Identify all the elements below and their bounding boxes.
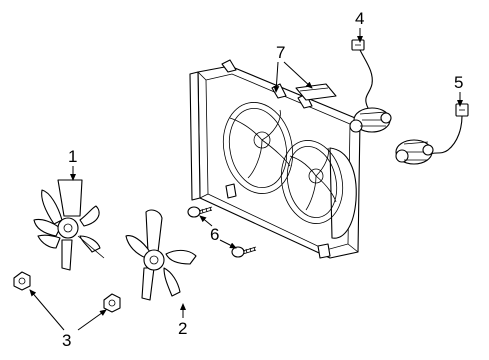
fan-motor-lower <box>395 103 469 165</box>
fan-small <box>125 209 197 301</box>
radiator-shroud-assembly <box>189 59 361 259</box>
callout-1: 1 <box>68 147 77 166</box>
leader-lines <box>29 28 463 331</box>
nut-right <box>103 293 121 313</box>
bolt-upper <box>187 206 213 218</box>
bolt-lower <box>231 246 257 258</box>
callout-3: 3 <box>62 331 71 350</box>
callout-7: 7 <box>276 43 285 62</box>
callout-5: 5 <box>454 73 463 92</box>
callout-2: 2 <box>178 319 187 338</box>
fan-motor-upper <box>349 39 392 133</box>
callout-4: 4 <box>355 9 364 28</box>
nut-left <box>13 271 31 291</box>
fan-large <box>33 179 105 271</box>
callout-6: 6 <box>210 225 219 244</box>
